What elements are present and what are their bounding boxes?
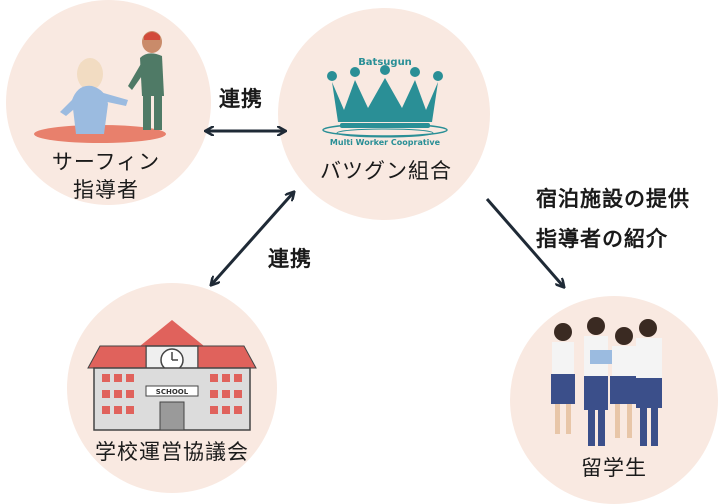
surf-label-line2: 指導者	[73, 178, 139, 202]
arrow-school-union	[212, 193, 293, 284]
school-label: 学校運営協議会	[95, 440, 249, 464]
edge-label-school-union: 連携	[268, 247, 312, 271]
surf-instructor-node	[6, 0, 211, 205]
school-sign-text: SCHOOL	[156, 388, 189, 396]
edge-label-surf-union: 連携	[219, 87, 263, 111]
logo-bottom-text: Multi Worker Cooprative	[330, 138, 441, 147]
surf-instructor-label: サーフィン 指導者	[36, 148, 176, 204]
logo-top-text: Batsugun	[358, 57, 412, 68]
edge-label-instructor-intro: 指導者の紹介	[536, 227, 668, 251]
arrow-union-student	[485, 198, 563, 286]
edge-label-accommodation: 宿泊施設の提供	[536, 187, 690, 211]
surf-label-line1: サーフィン	[51, 150, 161, 174]
union-label: バツグン組合	[320, 159, 452, 183]
student-label: 留学生	[581, 456, 647, 480]
